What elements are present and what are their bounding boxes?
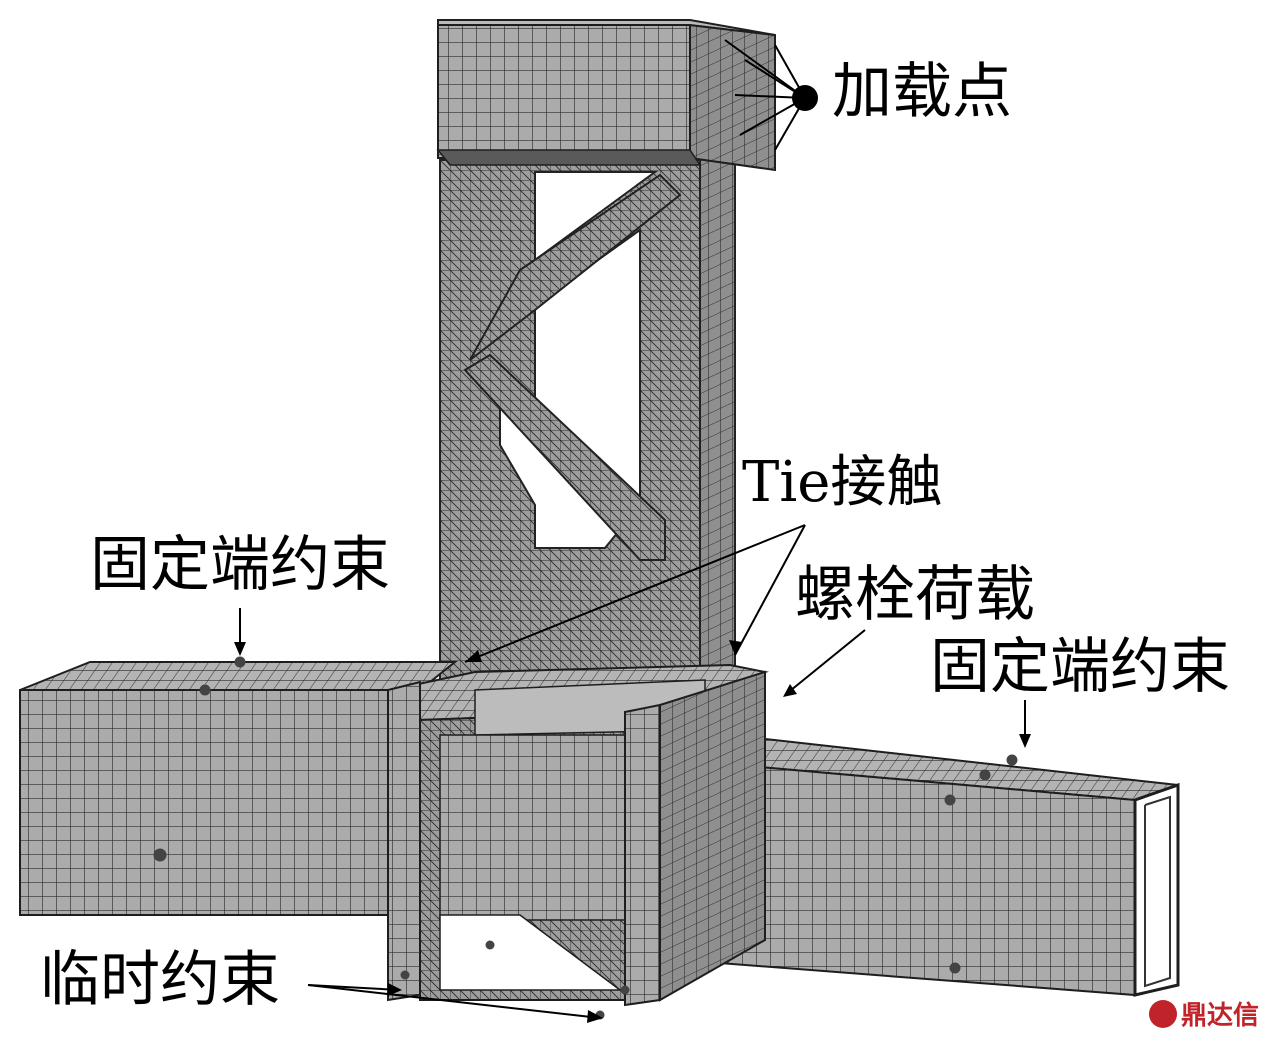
top-box-front (437, 24, 691, 159)
central-bottom-opening (439, 914, 623, 991)
label-tie-contact: Tie接触 (742, 450, 943, 515)
top-loading-box (436, 19, 776, 172)
arrow-heads (234, 85, 1031, 1023)
top-box-underside (436, 149, 702, 166)
label-fixed-end-left: 固定端约束 (90, 530, 390, 600)
loading-point-dot (792, 85, 818, 111)
constraint-markers (153, 656, 1018, 1020)
top-box-side (689, 23, 776, 172)
label-fixed-end-right: 固定端约束 (930, 632, 1230, 702)
column (439, 148, 736, 702)
top-box-top (437, 19, 776, 36)
diagonal-brace-lower (463, 353, 666, 561)
label-bolt-load: 螺栓荷载 (795, 560, 1035, 630)
column-window-upper (534, 171, 659, 262)
right-beam-end-open (1133, 782, 1180, 997)
label-temporary-constraint: 临时约束 (40, 945, 280, 1015)
watermark: 鼎达信 (1148, 995, 1259, 1032)
label-loading-point: 加载点 (832, 57, 1012, 127)
right-end-plate (624, 703, 661, 1007)
central-cavity (439, 734, 626, 921)
left-end-plate (387, 680, 421, 1002)
watermark-text: 鼎达信 (1180, 1001, 1259, 1031)
left-beam-front (19, 689, 421, 916)
right-beam (639, 733, 1180, 997)
watermark-logo-icon (1148, 999, 1177, 1028)
left-beam (19, 661, 458, 916)
central-connection (387, 663, 769, 1007)
right-plate-side (659, 670, 766, 1002)
diagonal-brace-upper (469, 173, 682, 361)
column-side-face (699, 148, 736, 702)
